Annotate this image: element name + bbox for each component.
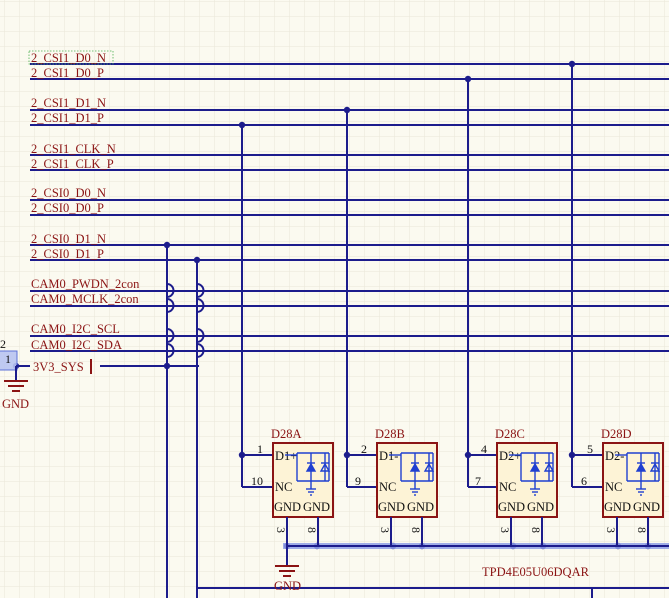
net-label-csi0-d1-p[interactable]: 2_CSI0_D1_P (31, 247, 104, 261)
net-label-csi1-d1-p[interactable]: 2_CSI1_D1_P (31, 111, 104, 125)
pin-number-gnd-1: 3 (274, 527, 288, 533)
wire-hops (166, 283, 205, 358)
pin-number-gnd-1: 3 (498, 527, 512, 533)
gnd-symbol-bottom (275, 565, 299, 577)
pin-number-gnd-1: 3 (604, 527, 618, 533)
pin-name-gnd-2: GND (633, 500, 660, 514)
pin-number-bottom: 9 (355, 474, 361, 488)
pin-number-gnd-2: 8 (305, 527, 319, 533)
vertical-wires (166, 64, 669, 598)
net-label-csi1-d0-n[interactable]: 2_CSI1_D0_N (31, 51, 106, 65)
net-label-csi0-d1-n[interactable]: 2_CSI0_D1_N (31, 232, 106, 246)
net-label-cam0-i2c-sda[interactable]: CAM0_I2C_SDA (31, 338, 122, 352)
part-number: TPD4E05U06DQAR (482, 565, 590, 579)
net-label-csi1-d0-p[interactable]: 2_CSI1_D0_P (31, 66, 104, 80)
pin-name-top: D1- (379, 449, 398, 463)
component-body[interactable] (602, 442, 664, 518)
net-label-csi0-d0-n[interactable]: 2_CSI0_D0_N (31, 186, 106, 200)
tvs-diode-icon (285, 452, 331, 496)
pin-name-top: D2- (605, 449, 624, 463)
connector-pin-1: 1 (5, 352, 11, 366)
component-ref: D28B (375, 427, 405, 441)
label-selection-box (28, 50, 114, 65)
net-label-cam0-pwdn[interactable]: CAM0_PWDN_2con (31, 277, 140, 291)
gnd-label-bottom: GND (274, 579, 301, 593)
pin-name-gnd-1: GND (274, 500, 301, 514)
pin-number-top: 5 (587, 442, 593, 456)
component-body[interactable] (376, 442, 438, 518)
pin-number-bottom: 10 (251, 474, 263, 488)
pin-number-top: 1 (257, 442, 263, 456)
net-labels: 2_CSI1_D0_N 2_CSI1_D0_P 2_CSI1_D1_N 2_CS… (28, 50, 140, 374)
net-label-cam0-mclk[interactable]: CAM0_MCLK_2con (31, 292, 139, 306)
pin-number-bottom: 6 (581, 474, 587, 488)
pin-number-bottom: 7 (475, 474, 481, 488)
tvs-diode-icon (389, 452, 435, 496)
component-ref: D28C (495, 427, 525, 441)
net-label-csi1-clk-p[interactable]: 2_CSI1_CLK_P (31, 157, 114, 171)
pin-name-nc: NC (605, 480, 622, 494)
pin-name-nc: NC (499, 480, 516, 494)
gnd-label-left: GND (2, 397, 29, 411)
component-ref: D28D (601, 427, 632, 441)
net-label-csi0-d0-p[interactable]: 2_CSI0_D0_P (31, 201, 104, 215)
pin-number-gnd-1: 3 (378, 527, 392, 533)
pin-number-top: 2 (361, 442, 367, 456)
net-label-csi1-clk-n[interactable]: 2_CSI1_CLK_N (31, 142, 116, 156)
net-label-cam0-i2c-scl[interactable]: CAM0_I2C_SCL (31, 322, 120, 336)
connector-pin-2: 2 (0, 337, 6, 351)
net-label-3v3-sys[interactable]: 3V3_SYS (33, 360, 84, 374)
tvs-diode-icon (615, 452, 661, 496)
pin-name-gnd-2: GND (527, 500, 554, 514)
component-body[interactable] (496, 442, 558, 518)
net-label-csi1-d1-n[interactable]: 2_CSI1_D1_N (31, 96, 106, 110)
tvs-diode-icon (509, 452, 555, 496)
left-connector: 2 1 GND (0, 337, 30, 411)
pin-name-gnd-1: GND (378, 500, 405, 514)
pin-name-gnd-1: GND (604, 500, 631, 514)
connector-highlight[interactable] (0, 350, 18, 371)
pin-name-gnd-2: GND (303, 500, 330, 514)
pin-number-top: 4 (481, 442, 487, 456)
pin-number-gnd-2: 8 (529, 527, 543, 533)
pin-name-top: D2+ (499, 449, 521, 463)
component-body[interactable] (272, 442, 334, 518)
component-ref: D28A (271, 427, 302, 441)
pin-name-gnd-2: GND (407, 500, 434, 514)
pin-number-gnd-2: 8 (635, 527, 649, 533)
pin-name-nc: NC (275, 480, 292, 494)
pin-name-nc: NC (379, 480, 396, 494)
pin-number-gnd-2: 8 (409, 527, 423, 533)
pin-name-top: D1+ (275, 449, 297, 463)
pin-name-gnd-1: GND (498, 500, 525, 514)
gnd-symbol-left (4, 380, 28, 392)
